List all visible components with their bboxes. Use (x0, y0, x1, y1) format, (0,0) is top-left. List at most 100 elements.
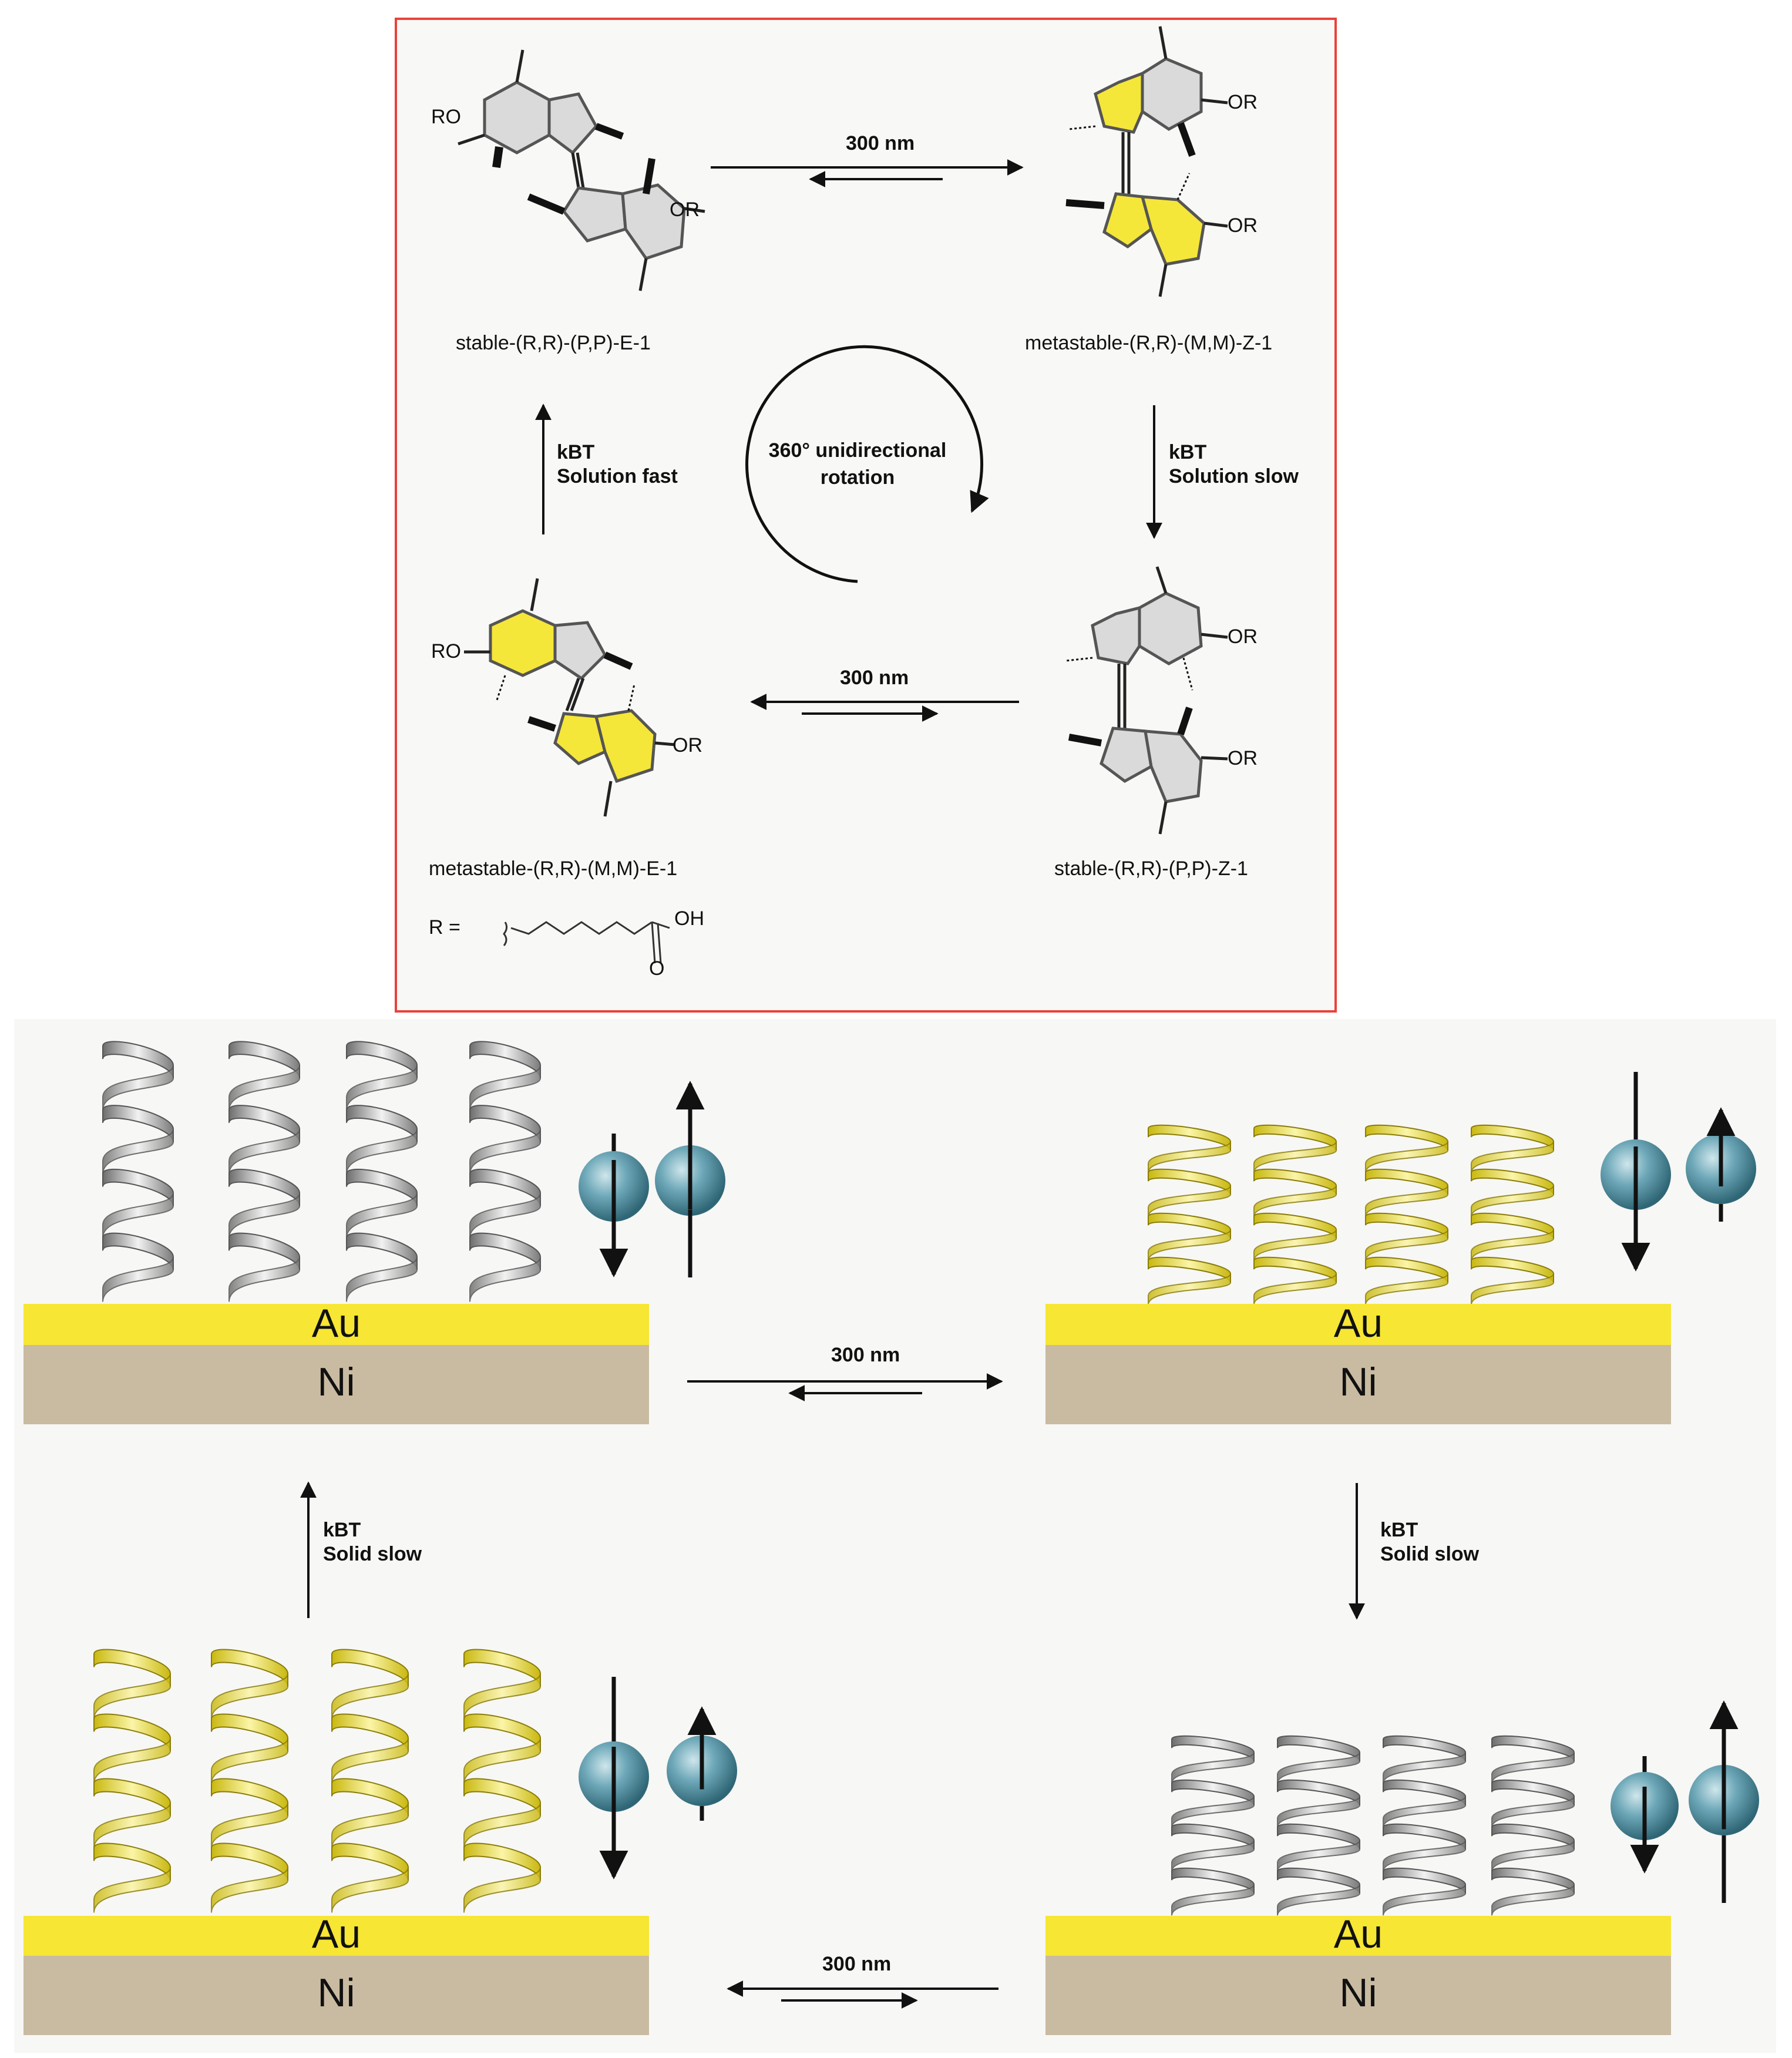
helix-turn (1383, 1884, 1466, 1916)
helix-turn (463, 1842, 541, 1881)
helix-turn (346, 1169, 418, 1206)
substrate-top-left: Au Ni (23, 1301, 649, 1424)
helix-turn (1253, 1273, 1337, 1305)
helix-turn (1383, 1823, 1466, 1850)
substituent-or: OR (1228, 214, 1258, 237)
helix-turn (93, 1778, 171, 1816)
helix-turn (1148, 1124, 1231, 1151)
gold-label: Au (311, 1912, 361, 1956)
helix-turn (469, 1232, 541, 1270)
helix-turn (1491, 1735, 1575, 1762)
helix-turn (1148, 1185, 1231, 1217)
nickel-layer: Ni (23, 1956, 649, 2035)
nickel-layer: Ni (1045, 1345, 1671, 1424)
helix-turn (1253, 1168, 1337, 1195)
helix-turn (228, 1193, 300, 1238)
helix-turn (469, 1256, 541, 1302)
helix (1148, 1124, 1231, 1305)
helix-turn (463, 1649, 541, 1687)
helix-turn (1277, 1779, 1360, 1806)
scheme-background (395, 18, 1334, 1010)
helix-turn (463, 1778, 541, 1816)
helix-turn (211, 1842, 288, 1881)
helix (331, 1649, 409, 1913)
helix-turn (1277, 1735, 1360, 1762)
helix-turn (1277, 1884, 1360, 1916)
gold-layer: Au (23, 1912, 649, 1956)
helix-turn (1171, 1796, 1255, 1828)
helix-turn (1383, 1735, 1466, 1762)
helix-turn (463, 1803, 541, 1848)
nickel-label: Ni (317, 1360, 355, 1404)
thermal-condition: Solid slow (323, 1542, 422, 1565)
helix-turn (1383, 1779, 1466, 1806)
helix-turn (463, 1738, 541, 1784)
helix-turn (211, 1713, 288, 1751)
helix-turn (102, 1129, 174, 1174)
helix-turn (1253, 1185, 1337, 1217)
r-group-o: O (649, 957, 665, 980)
helix-turn (1491, 1779, 1575, 1806)
gold-layer: Au (1045, 1912, 1671, 1956)
helix-turn (346, 1193, 418, 1238)
helix-turn (1277, 1752, 1360, 1784)
substituent-or: OR (1228, 626, 1258, 648)
helix-turn (1148, 1256, 1231, 1283)
thermal-label-device-left: kBT Solid slow (323, 1518, 422, 1566)
helix-turn (228, 1232, 300, 1270)
helix-turn (1148, 1168, 1231, 1195)
helix (1491, 1735, 1575, 1916)
helix-turn (1471, 1124, 1554, 1151)
helix-turn (1365, 1141, 1448, 1173)
helix-turn (1277, 1840, 1360, 1872)
caption-top-right: metastable-(R,R)-(M,M)-Z-1 (1025, 332, 1273, 354)
helix-turn (1171, 1735, 1255, 1762)
helix-turn (102, 1105, 174, 1142)
helix-turn (331, 1803, 409, 1848)
helix-turn (1491, 1884, 1575, 1916)
caption-bottom-right: stable-(R,R)-(P,P)-Z-1 (1054, 857, 1248, 880)
helix-turn (1471, 1256, 1554, 1283)
helix-turn (93, 1803, 171, 1848)
molecule-top-right (1065, 26, 1228, 297)
helix (1471, 1124, 1554, 1305)
aromatic-ring (594, 709, 657, 783)
helix-turn (1253, 1124, 1337, 1151)
helix (1383, 1735, 1466, 1916)
thermal-condition: Solution fast (557, 465, 678, 487)
helix-turn (102, 1041, 174, 1078)
helix-turn (463, 1867, 541, 1913)
substituent-ro: RO (431, 640, 461, 663)
helix-turn (463, 1673, 541, 1719)
helix-turn (1491, 1796, 1575, 1828)
substituent-or: OR (1228, 91, 1258, 113)
helix-turn (1148, 1229, 1231, 1261)
r-group-chain (503, 921, 670, 964)
substrate-top-right: Au Ni (1045, 1301, 1671, 1424)
caption-top-left: stable-(R,R)-(P,P)-E-1 (456, 332, 651, 354)
substituent-or: OR (673, 734, 702, 756)
nickel-label: Ni (1339, 1970, 1377, 2015)
helix-turn (1491, 1840, 1575, 1872)
wavelength-label-device-top: 300 nm (831, 1344, 900, 1366)
helix-turn (1491, 1752, 1575, 1784)
helix-turn (346, 1232, 418, 1270)
kbt-term: kBT (1380, 1519, 1418, 1541)
r-group-oh: OH (674, 907, 704, 930)
rotation-line1: 360° unidirectional (768, 439, 947, 462)
helix-turn (1365, 1168, 1448, 1195)
helix-turn (1365, 1212, 1448, 1239)
helix-turn (469, 1065, 541, 1111)
helix-turn (1171, 1840, 1255, 1872)
helix-turn (211, 1803, 288, 1848)
helix-turn (469, 1129, 541, 1174)
nickel-label: Ni (1339, 1360, 1377, 1404)
aromatic-ring (621, 183, 686, 260)
five-ring (1091, 606, 1141, 665)
five-ring (1100, 727, 1153, 783)
molecule-bottom-right (1065, 566, 1228, 835)
helix-turn (93, 1673, 171, 1719)
five-ring (547, 92, 599, 155)
